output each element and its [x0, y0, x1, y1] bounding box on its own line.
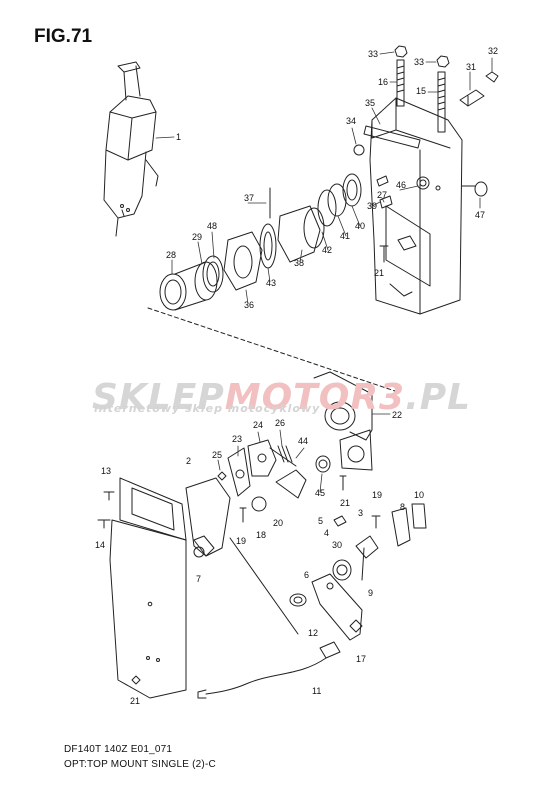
part-label-22: 22: [392, 410, 402, 420]
part-label-14: 14: [95, 540, 105, 550]
part-label-19b: 19: [372, 490, 382, 500]
part-label-26: 26: [275, 418, 285, 428]
part-label-21: 21: [374, 268, 384, 278]
part-label-3: 3: [358, 508, 363, 518]
part-label-33: 33: [368, 49, 378, 59]
part-label-30: 30: [332, 540, 342, 550]
part-label-31: 31: [466, 62, 476, 72]
part-label-44: 44: [298, 436, 308, 446]
part-label-15: 15: [416, 86, 426, 96]
part-label-6: 6: [304, 570, 309, 580]
part-label-34: 34: [346, 116, 356, 126]
part-label-28: 28: [166, 250, 176, 260]
part-label-16: 16: [378, 77, 388, 87]
part-label-33b: 33: [414, 57, 424, 67]
part-label-9: 9: [368, 588, 373, 598]
part-label-18: 18: [256, 530, 266, 540]
part-label-38: 38: [294, 258, 304, 268]
part-labels: 1 2 3 4 5 6 7 8 9 10 11 12 13 14 15 16 1…: [95, 46, 498, 706]
part-label-43: 43: [266, 278, 276, 288]
lower-bracket-assembly: [313, 371, 373, 491]
part-label-35: 35: [365, 98, 375, 108]
part-label-41: 41: [340, 231, 350, 241]
part-label-7: 7: [196, 574, 201, 584]
part-label-21c: 21: [130, 696, 140, 706]
switch-assembly: [332, 503, 427, 581]
figure-caption: OPT:TOP MOUNT SINGLE (2)-C: [64, 759, 216, 770]
part-label-45: 45: [315, 488, 325, 498]
switch-bracket-and-cable: [197, 537, 363, 699]
part-label-10: 10: [414, 490, 424, 500]
part-label-21b: 21: [340, 498, 350, 508]
part-label-42: 42: [322, 245, 332, 255]
part-label-8: 8: [400, 502, 405, 512]
lever-assembly: [217, 439, 307, 523]
part-label-27: 27: [377, 190, 387, 200]
part-label-12: 12: [308, 628, 318, 638]
part-label-24: 24: [253, 420, 263, 430]
part-label-36: 36: [244, 300, 254, 310]
watermark-logo: SKLEPMOTOR3.PL: [92, 377, 472, 418]
part-label-37: 37: [244, 193, 254, 203]
remote-control-box: [103, 61, 159, 237]
leader-lines: [155, 51, 493, 493]
part-label-1: 1: [176, 132, 181, 142]
part-label-48: 48: [207, 221, 217, 231]
upper-housing-assembly: [353, 45, 499, 315]
part-label-19: 19: [236, 536, 246, 546]
part-label-4: 4: [324, 528, 329, 538]
figure-title: FIG.71: [34, 26, 93, 47]
side-cover-plates: [97, 477, 231, 699]
part-label-46: 46: [396, 180, 406, 190]
part-label-11: 11: [312, 686, 321, 696]
cylinder-stack: [147, 173, 399, 393]
part-label-23: 23: [232, 434, 242, 444]
part-label-5: 5: [318, 516, 323, 526]
part-label-17: 17: [356, 654, 366, 664]
part-label-13: 13: [101, 466, 111, 476]
part-label-2: 2: [186, 456, 191, 466]
part-label-29: 29: [192, 232, 202, 242]
watermark-tagline: internetowy sklep motocyklowy: [94, 402, 321, 415]
part-label-32: 32: [488, 46, 498, 56]
part-label-20: 20: [273, 518, 283, 528]
model-code: DF140T 140Z E01_071: [64, 744, 173, 755]
part-label-47: 47: [475, 210, 485, 220]
part-label-25: 25: [212, 450, 222, 460]
